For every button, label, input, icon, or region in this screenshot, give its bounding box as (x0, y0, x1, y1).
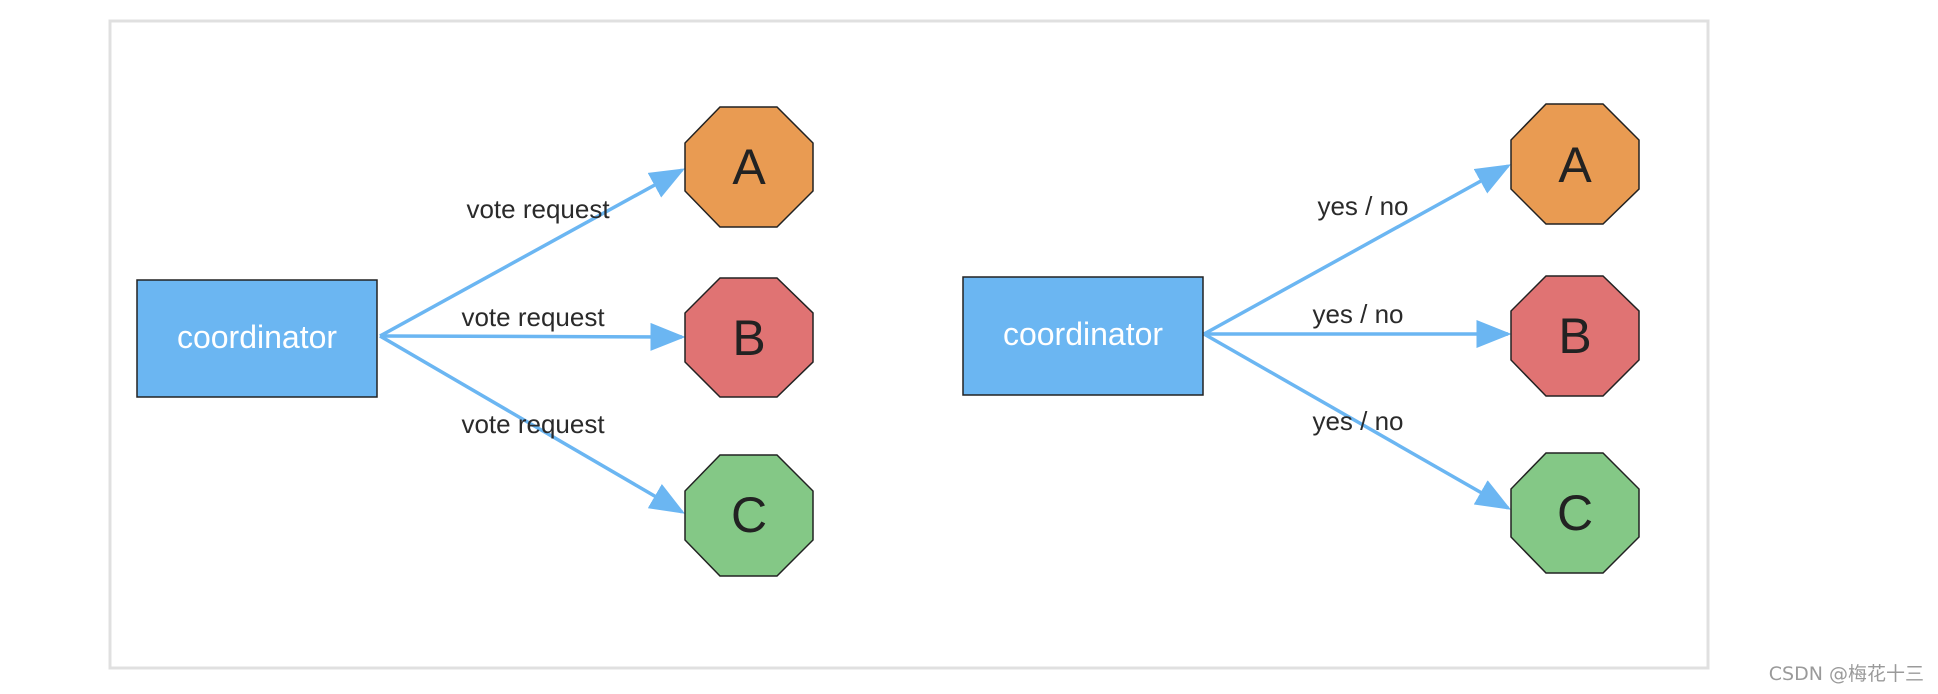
left-node-b-label: B (732, 310, 765, 366)
right-coordinator-box (962, 276, 1204, 396)
right-node-b (1510, 275, 1640, 397)
right-edge-label-b: yes / no (1312, 299, 1403, 329)
left-edge-to-a (379, 168, 686, 338)
right-node-a-label: A (1558, 137, 1592, 193)
right-edge-to-c (1203, 332, 1512, 510)
left-panel: coordinator A B C vote request vote requ… (136, 106, 814, 577)
right-panel: coordinator A B C yes / no yes / no yes … (962, 103, 1640, 574)
left-edge-to-c (379, 334, 686, 514)
right-node-b-label: B (1558, 308, 1591, 364)
left-node-a-label: A (732, 139, 766, 195)
left-node-c (684, 454, 814, 577)
left-coordinator-box (136, 279, 378, 398)
right-node-c (1510, 452, 1640, 574)
right-edge-label-a: yes / no (1317, 191, 1408, 221)
watermark: CSDN @梅花十三 (1768, 663, 1924, 685)
right-node-c-label: C (1557, 485, 1593, 541)
left-edge-to-b (379, 322, 686, 351)
right-node-a (1510, 103, 1640, 225)
left-edge-label-c: vote request (461, 409, 605, 439)
left-node-b (684, 277, 814, 398)
left-edge-label-a: vote request (466, 194, 610, 224)
right-edge-to-a (1203, 164, 1512, 336)
left-node-c-label: C (731, 487, 767, 543)
left-edge-label-b: vote request (461, 302, 605, 332)
right-coordinator-label: coordinator (1003, 316, 1163, 352)
left-node-a (684, 106, 814, 228)
right-edge-label-c: yes / no (1312, 406, 1403, 436)
left-coordinator-label: coordinator (177, 319, 337, 355)
